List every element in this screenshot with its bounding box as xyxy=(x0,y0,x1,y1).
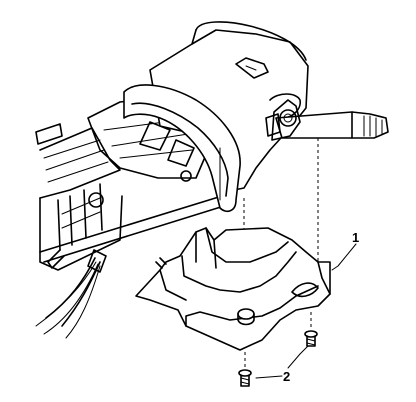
steering-column-lower-cover xyxy=(135,227,331,351)
wiring-harness xyxy=(35,249,107,339)
callout-label-1: 1 xyxy=(352,230,360,245)
screw-upper-right xyxy=(304,330,318,347)
support-brace xyxy=(39,195,225,263)
callout-label-2: 2 xyxy=(283,369,291,384)
cover-screws xyxy=(238,312,318,387)
callout-leaders xyxy=(255,243,357,379)
screw-lower-left xyxy=(238,369,252,387)
multifunction-lever xyxy=(265,99,389,141)
